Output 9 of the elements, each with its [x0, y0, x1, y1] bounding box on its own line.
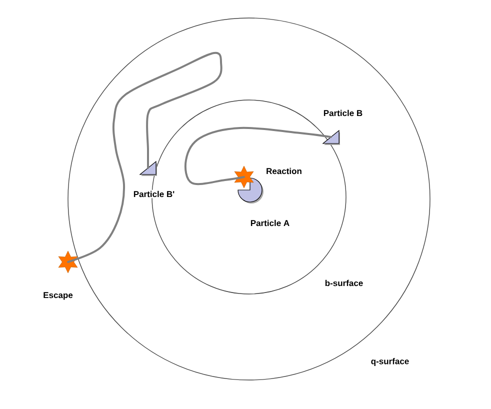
surface-label: b-surface [324, 278, 364, 288]
trajectory-line [67, 52, 222, 263]
particle-label: Particle A [249, 218, 291, 228]
trajectory-line [184, 126, 332, 186]
event-label: Escape [42, 291, 74, 301]
particle-label: Particle B [322, 108, 364, 118]
surface-label: q-surface [370, 357, 410, 367]
particle-label: Particle B' [132, 190, 176, 198]
event-label: Reaction [265, 166, 303, 176]
